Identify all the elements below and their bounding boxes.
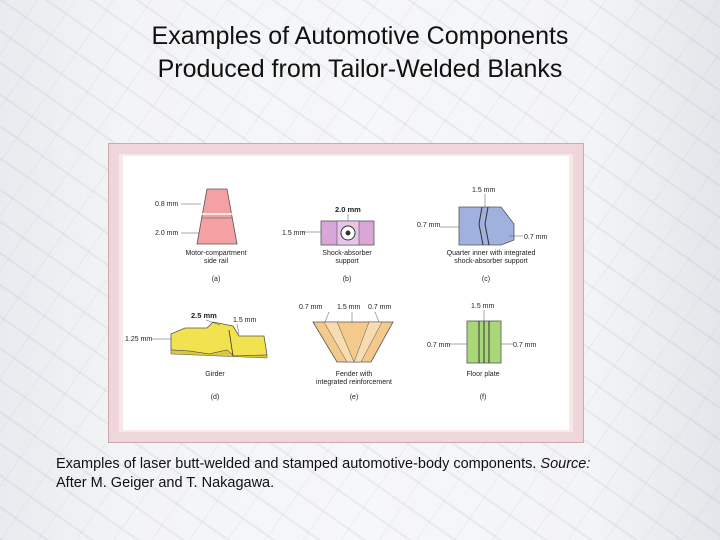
- dim-label-b-left: 1.5 mm: [282, 230, 306, 237]
- caption-b-line1: Shock-absorber: [322, 250, 372, 257]
- letter-e: (e): [350, 394, 359, 401]
- quarter-inner-shape: [458, 206, 515, 246]
- letter-d: (d): [211, 394, 220, 401]
- dim-label-f-right: 0.7 mm: [513, 342, 537, 349]
- dim-label-c-top: 1.5 mm: [472, 187, 496, 194]
- caption-d-line1: Girder: [205, 371, 225, 378]
- caption-e-line2: integrated reinforcement: [316, 379, 392, 386]
- side-rail-shape: [196, 188, 238, 245]
- dim-label-a-bottom: 2.0 mm: [155, 230, 179, 237]
- dim-label-d-top: 2.5 mm: [191, 311, 217, 320]
- components-figure: 0.8 mm 2.0 mm Motor-compartment side rai…: [108, 143, 584, 443]
- dim-label-c-right: 0.7 mm: [524, 234, 548, 241]
- dim-label-d-left: 1.25 mm: [125, 336, 152, 343]
- letter-f: (f): [480, 394, 487, 401]
- weld-line: [228, 329, 234, 357]
- component-e: 0.7 mm 1.5 mm 0.7 mm Fender with integra…: [299, 304, 394, 401]
- caption-c-line1: Quarter inner with integrated: [447, 250, 536, 257]
- component-b: 2.0 mm 1.5 mm Shock-absorber support (b): [282, 205, 375, 283]
- figure-panel: [123, 156, 569, 430]
- fender-shape: [312, 321, 394, 363]
- component-f: 1.5 mm 0.7 mm 0.7 mm Floor plate (f): [427, 303, 537, 401]
- component-d: 2.5 mm 1.5 mm 1.25 mm Girder (d): [125, 311, 268, 401]
- dim-label-d-top-right: 1.5 mm: [233, 317, 257, 324]
- letter-b: (b): [343, 276, 352, 283]
- title-line-1: Examples of Automotive Components: [151, 22, 569, 50]
- caption-main-text: Examples of laser butt-welded and stampe…: [56, 456, 541, 472]
- dim-label-b-top: 2.0 mm: [335, 205, 361, 214]
- caption-a-line1: Motor-compartment: [185, 250, 246, 257]
- caption-a-line2: side rail: [204, 258, 229, 265]
- letter-a: (a): [212, 276, 221, 283]
- caption-source-label: Source:: [540, 456, 591, 472]
- component-c: 1.5 mm 0.7 mm 0.7 mm Quarter inner with …: [417, 187, 548, 283]
- dim-label-e-3: 0.7 mm: [368, 304, 392, 311]
- caption-b-line2: support: [335, 258, 358, 265]
- letter-c: (c): [482, 276, 490, 283]
- title-line-2: Produced from Tailor-Welded Blanks: [157, 55, 563, 83]
- dim-label-e-1: 0.7 mm: [299, 304, 323, 311]
- slide-title: Examples of Automotive Components Produc…: [0, 20, 720, 86]
- dim-label-a-top: 0.8 mm: [155, 201, 179, 208]
- caption-c-line2: shock-absorber support: [454, 258, 528, 265]
- figure-caption: Examples of laser butt-welded and stampe…: [56, 455, 676, 493]
- caption-source-text: After M. Geiger and T. Nakagawa.: [56, 475, 275, 491]
- dim-label-c-left: 0.7 mm: [417, 222, 441, 229]
- caption-e-line1: Fender with: [336, 371, 373, 378]
- dim-label-f-top: 1.5 mm: [471, 303, 495, 310]
- figure-drawing: 0.8 mm 2.0 mm Motor-compartment side rai…: [125, 187, 548, 401]
- dim-label-e-2: 1.5 mm: [337, 304, 361, 311]
- caption-f-line1: Floor plate: [466, 371, 499, 378]
- dim-label-f-left: 0.7 mm: [427, 342, 451, 349]
- component-a: 0.8 mm 2.0 mm Motor-compartment side rai…: [155, 188, 247, 283]
